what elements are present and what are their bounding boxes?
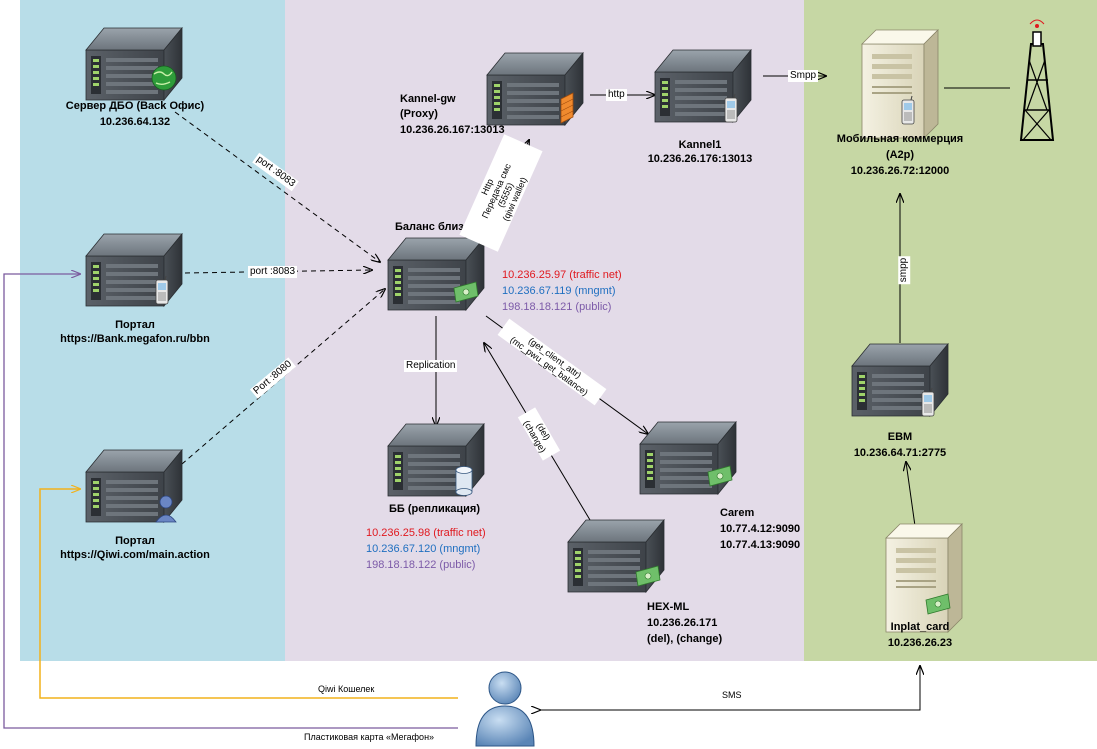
edge-label-qiwi-wallet: Qiwi Кошелек xyxy=(318,684,375,694)
portal-bank-title: Портал xyxy=(115,319,155,331)
ebm-address: 10.236.64.71:2775 xyxy=(853,447,947,459)
server-ebm[interactable] xyxy=(851,343,949,417)
edge-inplat-ebm xyxy=(906,462,916,527)
carem-address-2: 10.77.4.13:9090 xyxy=(720,539,801,551)
replica-ip-public: 198.18.18.122 (public) xyxy=(366,559,476,571)
edge-label-sms: SMS xyxy=(722,690,742,700)
balance-ip-public: 198.18.18.121 (public) xyxy=(502,301,612,313)
ebm-title: EBM xyxy=(887,431,913,443)
edge-label-smpp: Smpp xyxy=(788,70,819,82)
database-icon xyxy=(455,466,473,496)
firewall-icon xyxy=(560,92,574,124)
server-dbo[interactable] xyxy=(85,27,183,101)
kannel1-title: Kannel1 xyxy=(678,139,722,151)
user-badge-icon xyxy=(155,495,177,523)
server-balance[interactable] xyxy=(387,237,485,311)
a2p-title: Мобильная коммерция xyxy=(836,133,964,145)
edge-plastic-card xyxy=(3,274,458,729)
user-icon[interactable] xyxy=(475,671,535,747)
inplat-title: Inplat_card xyxy=(890,621,950,633)
globe-icon xyxy=(151,65,177,91)
kannel-gw-address: 10.236.26.167:13013 xyxy=(400,124,505,136)
kannel1-address: 10.236.26.176:13013 xyxy=(647,153,753,165)
portal-qiwi-title: Портал xyxy=(115,535,155,547)
hexml-sub: (del), (change) xyxy=(647,633,723,645)
a2p-address: 10.236.26.72:12000 xyxy=(850,165,950,177)
server-inplat-card[interactable] xyxy=(885,523,963,633)
carem-title: Carem xyxy=(720,507,755,519)
server-kannel1[interactable] xyxy=(654,49,752,123)
replica-ip-traffic: 10.236.25.98 (traffic net) xyxy=(366,527,486,539)
antenna-tower-icon xyxy=(1019,19,1055,141)
inplat-address: 10.236.26.23 xyxy=(887,637,953,649)
replica-ip-mngmt: 10.236.67.120 (mngmt) xyxy=(366,543,481,555)
edge-label-plastic-card: Пластиковая карта «Мегафон» xyxy=(304,732,435,742)
server-carem[interactable] xyxy=(639,421,737,495)
edge-label-smpp-vertical: smpp xyxy=(898,255,911,285)
dbo-title: Сервер ДБО (Back Офис) xyxy=(65,100,205,112)
replica-title: ББ (репликация) xyxy=(389,503,480,515)
a2p-sub: (A2p) xyxy=(885,149,915,161)
dbo-address: 10.236.64.132 xyxy=(99,116,171,128)
server-kannel-gw[interactable] xyxy=(486,52,584,126)
server-mobile-commerce[interactable] xyxy=(861,29,939,139)
server-portal-qiwi[interactable] xyxy=(85,449,183,523)
kannel-gw-title: Kannel-gw xyxy=(400,93,456,105)
zone-left-clients xyxy=(20,0,285,661)
edge-label-http: http xyxy=(606,89,627,101)
edge-qiwi-wallet xyxy=(39,489,458,699)
hexml-address: 10.236.26.171 xyxy=(647,617,718,629)
edge-sms xyxy=(540,666,920,710)
portal-qiwi-url: https://Qiwi.com/main.action xyxy=(60,549,210,561)
edge-dbo-balance xyxy=(174,111,380,262)
kannel-gw-sub: (Proxy) xyxy=(400,108,438,120)
edge-label-replication: Replication xyxy=(404,360,458,372)
hexml-title: HEX-ML xyxy=(647,601,690,613)
balance-ip-mngmt: 10.236.67.119 (mngmt) xyxy=(502,285,616,297)
server-portal-bank[interactable] xyxy=(85,233,183,307)
server-hex-ml[interactable] xyxy=(567,519,665,593)
carem-address-1: 10.77.4.12:9090 xyxy=(720,523,801,535)
portal-bank-url: https://Bank.megafon.ru/bbn xyxy=(60,333,210,345)
balance-ip-traffic: 10.236.25.97 (traffic net) xyxy=(502,269,622,281)
edge-label-port-8083-bank: port :8083 xyxy=(248,266,298,278)
server-bb-replica[interactable] xyxy=(387,423,485,497)
